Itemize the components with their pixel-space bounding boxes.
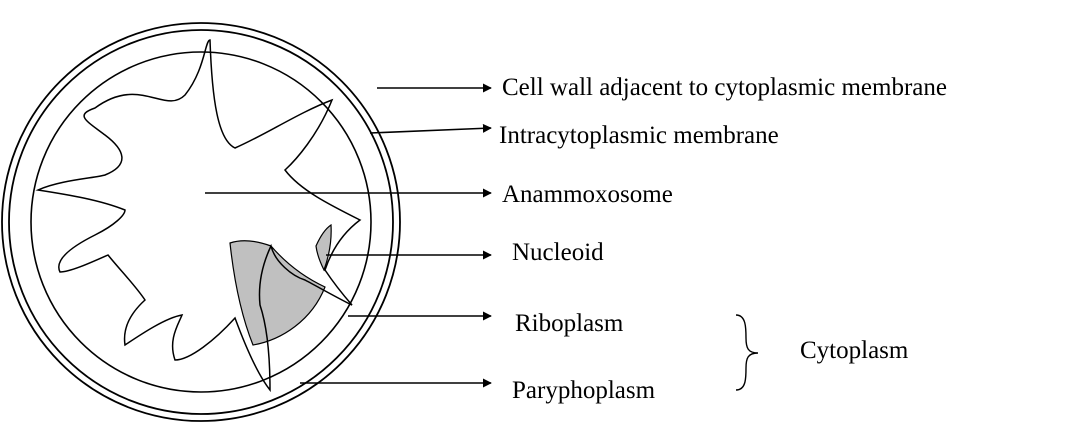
intracytoplasmic-membrane-arrow (370, 128, 491, 133)
anammoxosome-label: Anammoxosome (502, 181, 673, 208)
cell-wall-label: Cell wall adjacent to cytoplasmic membra… (502, 74, 947, 101)
nucleoid-label: Nucleoid (512, 239, 604, 266)
cytoplasm-label: Cytoplasm (800, 337, 909, 364)
riboplasm-label: Riboplasm (515, 310, 624, 337)
cytoplasm-brace (736, 315, 758, 390)
cell-wall-outer-ring (2, 23, 400, 421)
paryphoplasm-label: Paryphoplasm (512, 377, 656, 404)
intracytoplasmic-membrane-label: Intracytoplasmic membrane (499, 122, 779, 149)
